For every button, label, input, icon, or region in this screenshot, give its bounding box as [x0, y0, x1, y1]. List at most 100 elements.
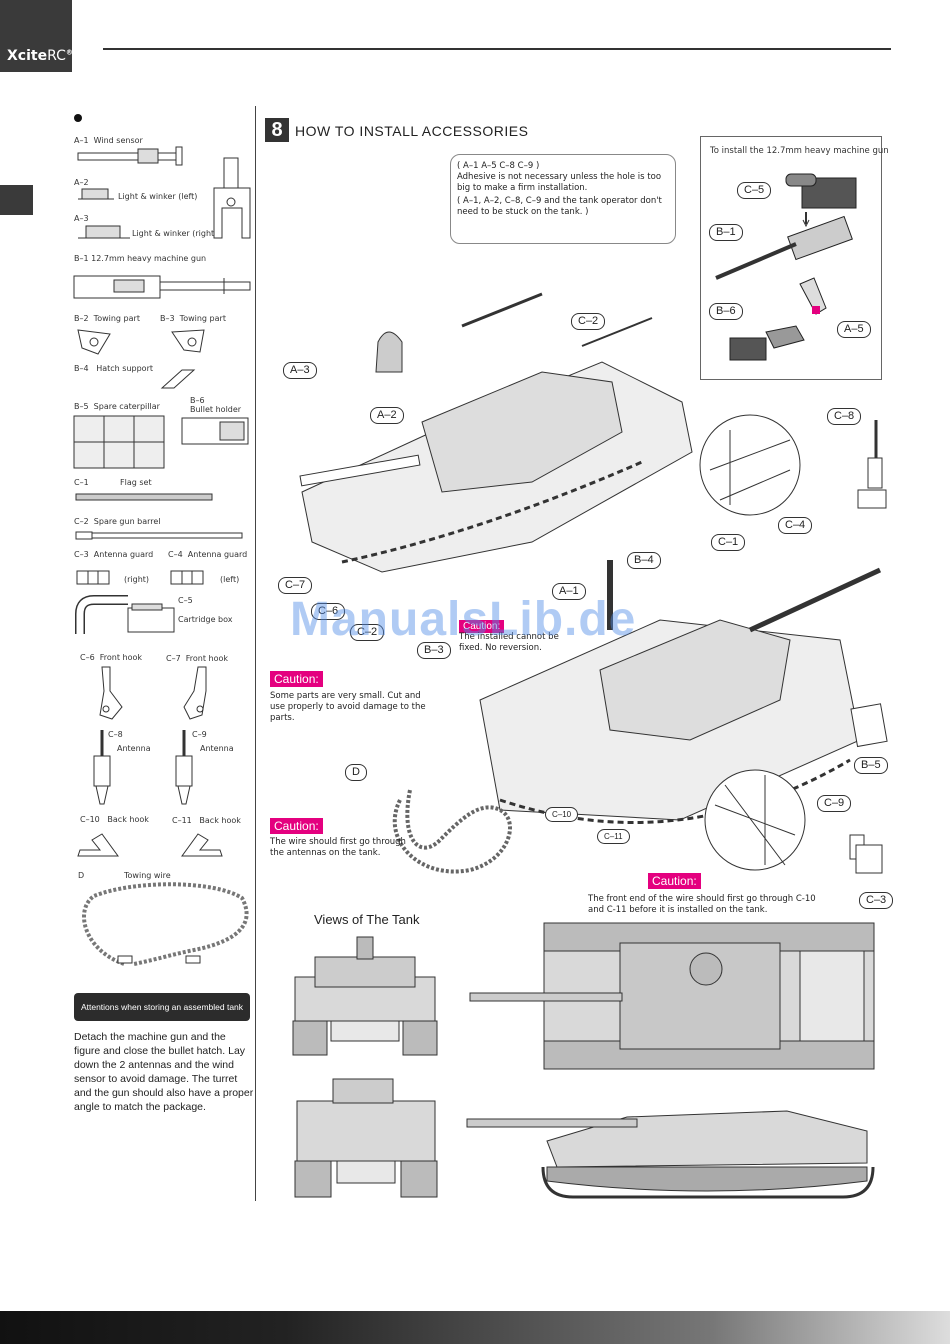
- part-b4-label: B–4 Hatch support: [74, 364, 153, 373]
- part-c9-code: C–9: [192, 730, 207, 739]
- part-a3-name: Light & winker (right): [132, 229, 218, 238]
- light-winker-left-icon: [78, 188, 114, 200]
- antenna-c9-icon: [175, 730, 193, 805]
- towing-wire-icon: [82, 882, 249, 966]
- caution-wire-badge: Caution:: [270, 818, 323, 834]
- part-c9-name: Antenna: [200, 744, 234, 753]
- spare-gun-barrel-icon: [75, 531, 243, 540]
- caution-wire-text: The wire should first go through the ant…: [270, 837, 406, 858]
- part-c2-label: C–2 Spare gun barrel: [74, 517, 161, 526]
- spare-caterpillar-icon: [73, 415, 165, 469]
- callout-c11: C–11: [597, 829, 630, 844]
- part-c6-label: C–6 Front hook: [80, 653, 143, 662]
- tank-upper-illustration: [299, 292, 693, 573]
- callout-c2-top: C–2: [571, 313, 606, 330]
- adhesive-note-line3: ( A–1, A–2, C–8, C–9 and the tank operat…: [457, 196, 662, 217]
- side-tab: [0, 185, 33, 215]
- storage-text: Detach the machine gun and the figure an…: [74, 1031, 254, 1113]
- tank-top-view-icon: [469, 922, 875, 1070]
- part-c4-side: (left): [220, 575, 240, 584]
- caution-installed-badge: Caution:: [459, 620, 505, 633]
- part-b1-label: B–1 12.7mm heavy machine gun: [74, 254, 207, 263]
- caution-wire-end-badge: Caution:: [648, 873, 701, 889]
- wind-sensor-icon: [77, 146, 183, 166]
- callout-a1: A–1: [552, 583, 586, 600]
- footer-bar: [0, 1311, 950, 1344]
- part-c3-side: (right): [124, 575, 150, 584]
- tank-lower-illustration: [479, 560, 882, 824]
- part-d-code: D: [78, 871, 85, 880]
- part-c1-code: C–1: [74, 478, 89, 487]
- part-c4-label: C–4 Antenna guard: [168, 550, 248, 559]
- caution-small-parts-text: Some parts are very small. Cut and use p…: [270, 691, 426, 723]
- callout-c1: C–1: [711, 534, 746, 551]
- front-hook-c6-icon: [99, 666, 123, 720]
- callout-a5: A–5: [837, 321, 871, 338]
- part-c1-name: Flag set: [120, 478, 152, 487]
- back-hook-c10-icon: [77, 833, 119, 857]
- detail-circle-upper-icon: [699, 414, 801, 516]
- antenna-guard-left-icon: [170, 570, 204, 585]
- section-number: 8: [265, 118, 289, 142]
- tank-rear-view-icon: [294, 1078, 438, 1198]
- part-d-name: Towing wire: [124, 871, 171, 880]
- part-a3-code: A–3: [74, 214, 89, 223]
- part-c11-label: C–11 Back hook: [172, 816, 241, 825]
- callout-c7: C–7: [278, 577, 313, 594]
- part-a2-name: Light & winker (left): [118, 192, 198, 201]
- bullet-holder-icon: [181, 417, 249, 445]
- callout-b3: B–3: [417, 642, 451, 659]
- spare-caterpillar-b5-icon: [850, 703, 888, 748]
- section-title: HOW TO INSTALL ACCESSORIES: [295, 123, 529, 139]
- part-b5-label: B–5 Spare caterpillar: [74, 402, 160, 411]
- views-title: Views of The Tank: [314, 912, 420, 927]
- header-rule: [103, 48, 891, 50]
- callout-c5: C–5: [737, 182, 772, 199]
- back-hook-c11-icon: [181, 833, 223, 857]
- part-c5-code: C–5: [178, 596, 193, 605]
- antenna-guard-right-icon: [76, 570, 110, 585]
- part-c3-label: C–3 Antenna guard: [74, 550, 154, 559]
- part-c8-name: Antenna: [117, 744, 151, 753]
- callout-a3: A–3: [283, 362, 317, 379]
- part-a1-label: A–1 Wind sensor: [74, 136, 143, 145]
- tank-front-view-icon: [292, 936, 438, 1056]
- callout-c4: C–4: [778, 517, 813, 534]
- antenna-c9-assembly-icon: [849, 834, 883, 874]
- part-b2-label: B–2 Towing part: [74, 314, 140, 323]
- part-a2-code: A–2: [74, 178, 89, 187]
- hatch-support-frame-icon: [213, 157, 251, 239]
- callout-c9: C–9: [817, 795, 852, 812]
- front-hook-c7-icon: [183, 666, 207, 720]
- tank-side-view-icon: [466, 1110, 875, 1199]
- hatch-support-icon: [160, 369, 196, 389]
- machine-gun-inset: [700, 136, 882, 380]
- callout-b5: B–5: [854, 757, 888, 774]
- callout-b4: B–4: [627, 552, 661, 569]
- callout-c2-lower: C–2: [350, 624, 385, 641]
- part-b3-label: B–3 Towing part: [160, 314, 226, 323]
- cartridge-box-icon: [127, 603, 175, 633]
- callout-c8: C–8: [827, 408, 862, 425]
- callout-c6: C–6: [311, 603, 346, 620]
- adhesive-note-line2: Adhesive is not necessary unless the hol…: [457, 172, 662, 193]
- light-winker-right-icon: [78, 225, 130, 239]
- adhesive-note-line1: ( A–1 A–5 C–8 C–9 ): [457, 161, 540, 171]
- flag-set-icon: [75, 493, 213, 501]
- callout-b6: B–6: [709, 303, 743, 320]
- adhesive-note: ( A–1 A–5 C–8 C–9 ) Adhesive is not nece…: [450, 154, 676, 244]
- bullet-dot: [74, 114, 82, 122]
- towing-wire-loop-icon: [392, 789, 512, 874]
- callout-c10: C–10: [545, 807, 579, 822]
- part-c8-code: C–8: [108, 730, 123, 739]
- inset-title: To install the 12.7mm heavy machine gun: [710, 146, 889, 156]
- part-c7-label: C–7 Front hook: [166, 654, 229, 663]
- detail-circle-lower-icon: [704, 769, 806, 871]
- part-c5-name: Cartridge box: [178, 615, 233, 624]
- bent-pipe-icon: [75, 595, 128, 634]
- brand-logo: XciteRC®: [0, 0, 73, 72]
- towing-part-b2-icon: [77, 329, 111, 355]
- caution-wire-end-text: The front end of the wire should first g…: [588, 894, 816, 915]
- caution-installed-text: The installed cannot be fixed. No revers…: [459, 632, 559, 653]
